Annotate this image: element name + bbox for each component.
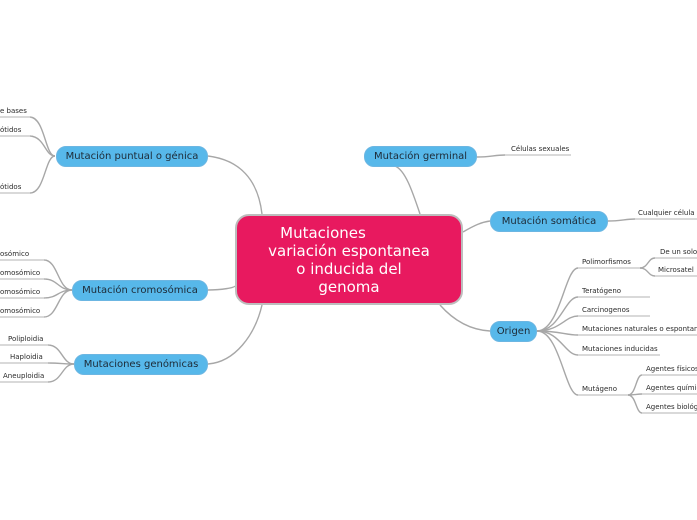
leaf-origen-carcinogenos[interactable]: Carcinogenos: [582, 306, 630, 314]
leaf-cromosomica-2[interactable]: omosómico: [0, 269, 41, 277]
leaf-polimorfismos-de-un-solo[interactable]: De un solo: [660, 248, 697, 256]
leaf-mutageno-biolog[interactable]: Agentes biológ: [646, 403, 697, 411]
central-line-1: Mutaciones: [280, 223, 366, 242]
branch-mutaciones-genomicas[interactable]: Mutaciones genómicas: [74, 354, 208, 375]
central-node[interactable]: Mutaciones variación espontanea o induci…: [235, 214, 463, 305]
leaf-genomicas-aneuploidia[interactable]: Aneuploidia: [3, 372, 45, 380]
leaf-genomicas-poliploidia[interactable]: Poliploidia: [8, 335, 44, 343]
leaf-puntual-2[interactable]: ótidos: [0, 126, 22, 134]
leaf-origen-polimorfismos[interactable]: Polimorfismos: [582, 258, 631, 266]
leaf-mutageno-quimic[interactable]: Agentes químic: [646, 384, 697, 392]
leaf-mutageno-fisicos[interactable]: Agentes físicos: [646, 365, 697, 373]
leaf-genomicas-haploidia[interactable]: Haploidia: [10, 353, 43, 361]
leaf-cromosomica-3[interactable]: omosómico: [0, 288, 41, 296]
leaf-polimorfismos-microsatel[interactable]: Microsatel: [658, 266, 694, 274]
branch-mutacion-puntual[interactable]: Mutación puntual o génica: [56, 146, 208, 167]
leaf-somatica-celula[interactable]: Cualquier célula d: [638, 209, 697, 217]
leaf-origen-naturales[interactable]: Mutaciones naturales o espontane: [582, 325, 697, 333]
branch-mutacion-somatica[interactable]: Mutación somática: [490, 211, 608, 232]
branch-label: Mutación somática: [501, 216, 597, 227]
branch-origen[interactable]: Origen: [490, 321, 537, 342]
leaf-origen-mutageno[interactable]: Mutágeno: [582, 385, 617, 393]
leaf-origen-teratogeno[interactable]: Teratógeno: [582, 287, 622, 295]
leaf-puntual-3[interactable]: ótidos: [0, 183, 22, 191]
branch-label: Mutación cromosómica: [82, 285, 198, 296]
branch-label: Mutaciones genómicas: [83, 359, 199, 370]
central-line-2: variación espontanea: [268, 241, 430, 260]
central-line-4: genoma: [318, 277, 380, 296]
leaf-origen-inducidas[interactable]: Mutaciones inducidas: [582, 345, 658, 353]
leaf-cromosomica-1[interactable]: osómico: [0, 250, 30, 258]
branch-mutacion-germinal[interactable]: Mutación germinal: [364, 146, 477, 167]
branch-mutacion-cromosomica[interactable]: Mutación cromosómica: [72, 280, 208, 301]
branch-label: Mutación puntual o génica: [65, 151, 199, 162]
leaf-germinal-celulas[interactable]: Células sexuales: [511, 145, 570, 153]
central-line-3: o inducida del: [296, 259, 402, 278]
leaf-puntual-1[interactable]: e bases: [0, 107, 27, 115]
branch-label: Origen: [496, 326, 531, 337]
leaf-cromosomica-4[interactable]: omosómico: [0, 307, 41, 315]
branch-label: Mutación germinal: [373, 151, 468, 162]
